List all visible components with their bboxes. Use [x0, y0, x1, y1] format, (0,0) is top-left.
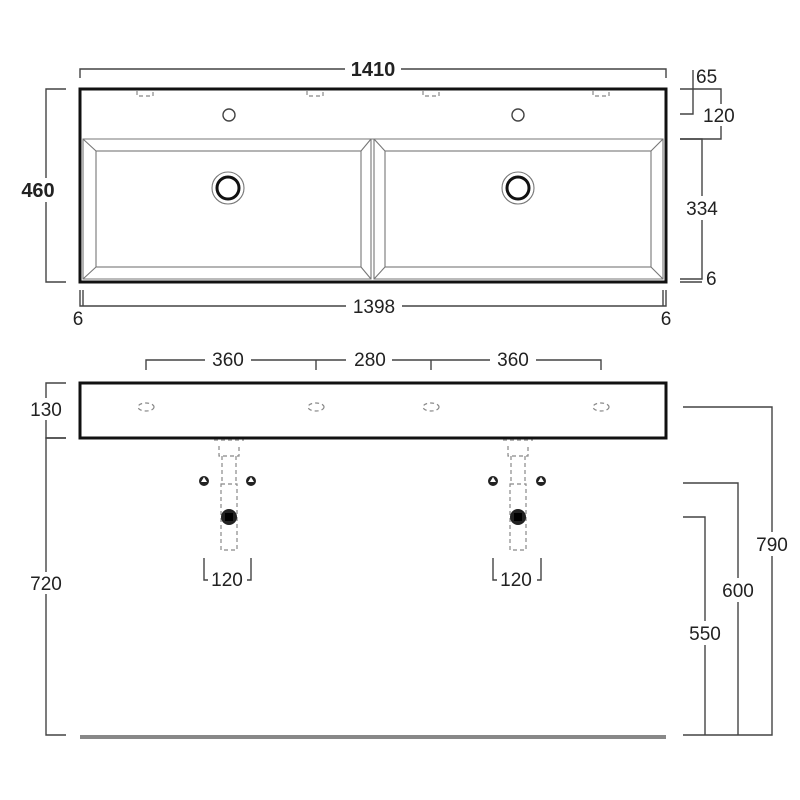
dim-back-ledge: 65 [696, 67, 717, 88]
dim-basin-depth: 334 [686, 199, 718, 220]
dim-top-height: 790 [756, 535, 788, 556]
dim-overall-depth: 460 [21, 180, 54, 202]
tap-hole-right [511, 108, 525, 122]
left-bowl [82, 138, 372, 280]
dim-valve-height: 600 [722, 581, 754, 602]
waste-trap-left: 120 [199, 439, 256, 591]
fixing-holes [137, 402, 610, 412]
dim-thickness: 130 [30, 400, 62, 421]
dim-right-edge: 6 [661, 309, 672, 330]
dim-waste-width-left: 120 [211, 570, 243, 591]
front-view: 360 280 360 130 720 120 120 790 [26, 348, 792, 739]
basin-outline [78, 87, 668, 284]
dim-front-edge: 6 [706, 269, 717, 290]
drain-left-icon [211, 171, 245, 205]
dim-waste-width-right: 120 [500, 570, 532, 591]
drain-right-icon [501, 171, 535, 205]
right-bowl [373, 138, 664, 280]
dim-inner-width: 1398 [353, 297, 395, 318]
dim-deck-depth: 120 [703, 106, 735, 127]
dim-spacing-right: 360 [497, 350, 529, 371]
top-view: 1410 460 1398 6 6 65 120 334 6 [21, 58, 743, 330]
waste-trap-right: 120 [488, 439, 546, 591]
fixing-marks [136, 91, 610, 97]
dim-waste-height: 550 [689, 624, 721, 645]
dim-overall-width: 1410 [351, 59, 396, 81]
dim-mount-height: 720 [30, 574, 62, 595]
tap-hole-left [222, 108, 236, 122]
dim-spacing-left: 360 [212, 350, 244, 371]
basin-side-outline [78, 381, 668, 440]
dim-spacing-middle: 280 [354, 350, 386, 371]
dim-left-edge: 6 [73, 309, 84, 330]
